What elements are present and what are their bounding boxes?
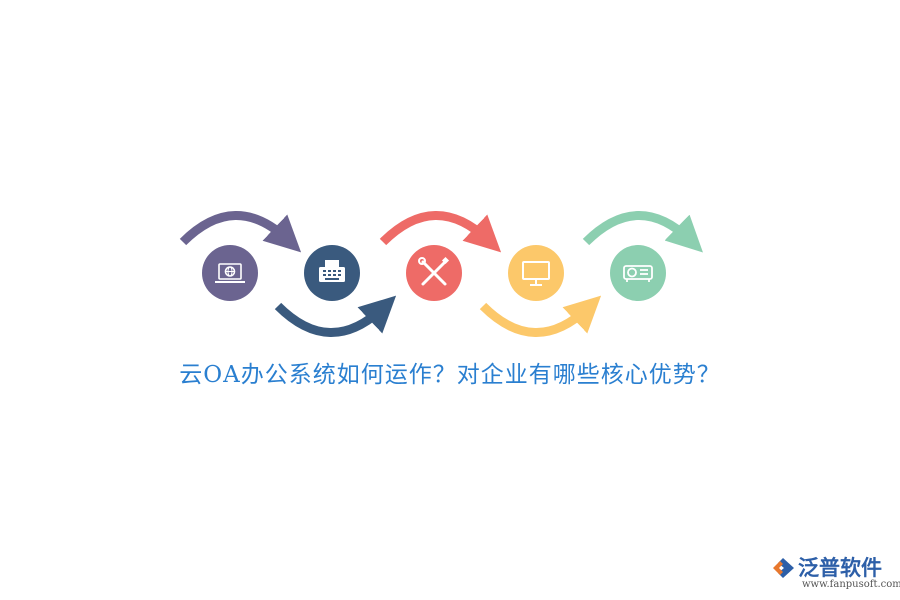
step-1-node [202,245,258,301]
projector-icon [623,265,653,282]
brand-logo: 泛普软件 www.fanpusoft.com [770,552,900,596]
page-title: 云OA办公系统如何运作？对企业有哪些核心优势？ [0,355,900,389]
arrow-arc-5 [582,211,703,253]
brand-name: 泛普软件 [798,556,882,580]
step-5-node [610,245,666,301]
brand-logo-icon [773,558,794,578]
step-3-node [406,245,462,301]
arrow-arc-2 [274,295,397,337]
arrow-arc-1 [179,211,302,253]
title-text: 云OA办公系统如何运作？对企业有哪些核心优势？ [179,362,721,388]
step-2-node [304,245,360,301]
typewriter-icon [319,260,345,282]
laptop-globe-icon [215,263,245,283]
step-4-node [508,245,564,301]
monitor-icon [522,261,550,286]
arrow-arc-3 [379,211,502,253]
arrow-arc-4 [479,295,602,337]
brand-url: www.fanpusoft.com [802,579,900,590]
wrench-screwdriver-icon [418,256,450,286]
